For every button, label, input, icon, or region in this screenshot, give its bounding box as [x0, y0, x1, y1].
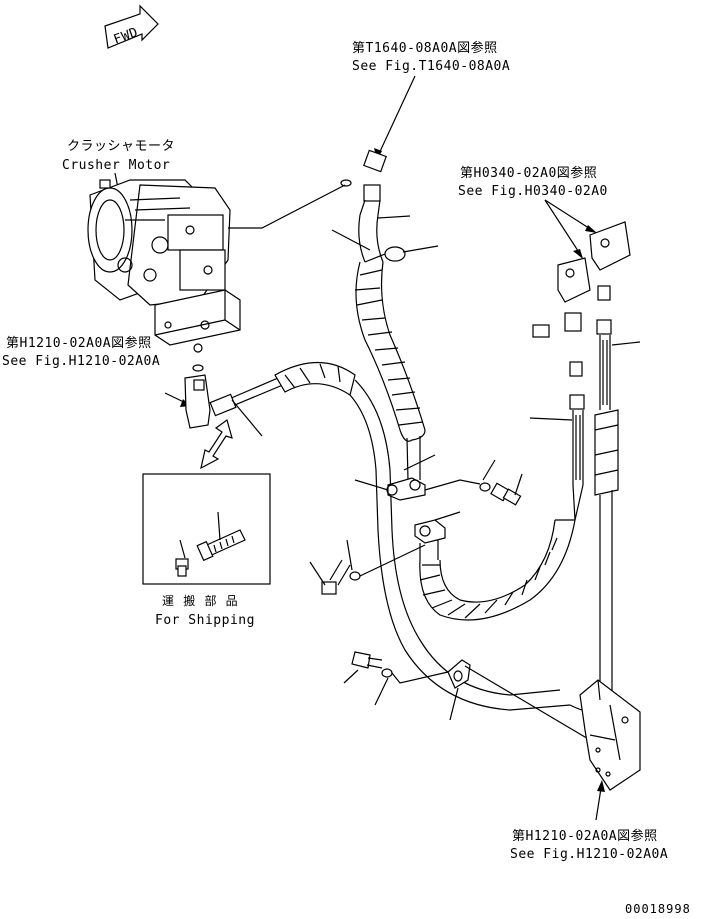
spiral-hose-lower	[419, 519, 576, 621]
callout-h0340-jp: 第H0340-02A0図参照	[460, 165, 597, 181]
crusher-motor-en: Crusher Motor	[62, 158, 170, 173]
spiral-hose-main	[354, 261, 436, 481]
crusher-motor-jp: クラッシャモータ	[67, 139, 175, 154]
hose-right-1	[569, 335, 641, 712]
shipping-jp: 運 搬 部 品	[162, 593, 239, 608]
valve-block	[154, 289, 241, 353]
leader-t1640	[376, 75, 416, 159]
shipping-box	[142, 473, 271, 585]
callout-h1210-bottom-en: See Fig.H1210-02A0A	[510, 847, 668, 862]
motor-fitting	[184, 374, 211, 429]
valve-block-right-lower	[557, 257, 591, 303]
crusher-motor	[87, 179, 231, 306]
bolt-bottom	[343, 651, 449, 706]
bolt-middle	[309, 539, 426, 595]
double-arrow	[200, 419, 233, 470]
clamp-lower	[414, 511, 461, 560]
hose-left	[209, 361, 571, 711]
hose-right-2	[529, 410, 584, 521]
drawing-number: 00018998	[625, 902, 691, 916]
callout-t1640-en: See Fig.T1640-08A0A	[352, 59, 510, 74]
valve-block-right-upper	[589, 221, 631, 271]
shipping-parts	[175, 511, 246, 577]
callout-h1210-left-en: See Fig.H1210-02A0A	[2, 354, 160, 369]
callout-t1640-jp: 第T1640-08A0A図参照	[352, 40, 498, 56]
fwd-arrow: FWD	[104, 4, 159, 49]
shipping-en: For Shipping	[155, 613, 255, 628]
upper-fitting	[331, 149, 439, 263]
clamp-bottom	[447, 659, 591, 741]
clamp-upper	[354, 477, 481, 501]
callout-h1210-left-jp: 第H1210-02A0A図参照	[6, 335, 152, 351]
callout-h1210-bottom-jp: 第H1210-02A0A図参照	[512, 828, 658, 844]
bracket	[579, 679, 641, 791]
callout-h0340-en: See Fig.H0340-02A0	[458, 184, 608, 199]
